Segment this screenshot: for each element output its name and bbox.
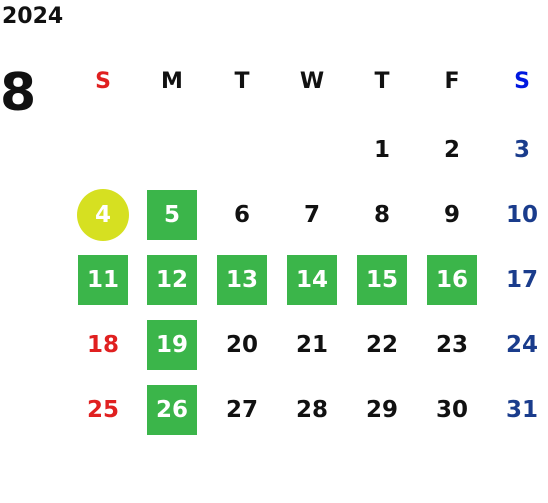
day-cell[interactable]: 22 [365,332,398,358]
day-cell[interactable]: 16 [427,255,477,305]
day-cell[interactable]: 15 [357,255,407,305]
weekday-header: F [444,68,460,94]
day-cell[interactable]: 4 [77,189,129,241]
day-cell[interactable]: 24 [505,332,538,358]
weekday-header: T [374,68,390,94]
day-cell[interactable]: 26 [147,385,197,435]
day-cell[interactable]: 10 [505,202,538,228]
weekday-header: T [234,68,250,94]
day-cell[interactable]: 28 [295,397,328,423]
day-cell[interactable]: 17 [505,267,538,293]
year-label: 2024 [2,4,64,29]
weekday-header: W [299,68,325,94]
weekday-header: M [161,68,183,94]
day-cell[interactable]: 27 [225,397,258,423]
day-cell[interactable]: 19 [147,320,197,370]
day-cell[interactable]: 7 [303,202,320,228]
day-cell[interactable]: 21 [295,332,328,358]
day-cell[interactable]: 25 [86,397,119,423]
day-cell[interactable]: 2 [443,137,460,163]
weekday-header: S [514,68,530,94]
day-cell[interactable]: 12 [147,255,197,305]
day-cell[interactable]: 29 [365,397,398,423]
day-cell[interactable]: 31 [505,397,538,423]
day-cell[interactable]: 3 [513,137,530,163]
day-cell[interactable]: 30 [435,397,468,423]
day-cell[interactable]: 14 [287,255,337,305]
day-cell[interactable]: 8 [373,202,390,228]
weekday-header: S [95,68,111,94]
day-cell[interactable]: 23 [435,332,468,358]
day-cell[interactable]: 11 [78,255,128,305]
day-cell[interactable]: 20 [225,332,258,358]
day-cell[interactable]: 6 [233,202,250,228]
day-cell[interactable]: 1 [373,137,390,163]
day-cell[interactable]: 5 [147,190,197,240]
day-cell[interactable]: 13 [217,255,267,305]
day-cell[interactable]: 18 [86,332,119,358]
day-cell[interactable]: 9 [443,202,460,228]
month-label: 8 [0,63,37,123]
